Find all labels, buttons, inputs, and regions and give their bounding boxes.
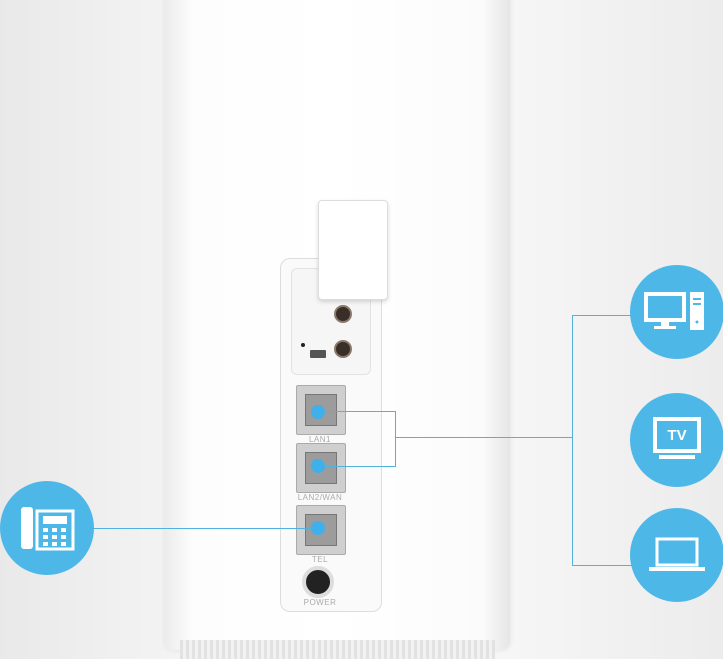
tel-connection-dot <box>311 521 325 535</box>
connector-line <box>318 466 395 467</box>
tv-icon: TV <box>630 393 723 487</box>
power-label: POWER <box>303 598 337 607</box>
connector-line <box>572 315 573 566</box>
antenna-connector-2 <box>334 340 352 358</box>
desktop-computer-icon <box>630 265 723 359</box>
usb-port <box>310 350 326 358</box>
telephone-icon <box>0 481 94 575</box>
connector-line <box>572 565 632 566</box>
antenna-connector-1 <box>334 305 352 323</box>
tv-label: TV <box>653 417 701 453</box>
tel-label: TEL <box>311 555 329 564</box>
router-vent-grille <box>180 640 495 659</box>
sim-cover-flap <box>318 200 388 300</box>
lan1-label: LAN1 <box>308 435 331 444</box>
lan2-wan-label: LAN2/WAN <box>297 493 343 502</box>
power-jack <box>302 566 334 598</box>
reset-hole <box>301 343 305 347</box>
connector-line <box>572 315 632 316</box>
connector-line <box>318 411 395 412</box>
laptop-icon <box>630 508 723 602</box>
connector-line <box>90 528 318 529</box>
lan1-connection-dot <box>311 405 325 419</box>
connector-line <box>395 411 396 467</box>
lan2-connection-dot <box>311 459 325 473</box>
connector-line <box>395 437 572 438</box>
